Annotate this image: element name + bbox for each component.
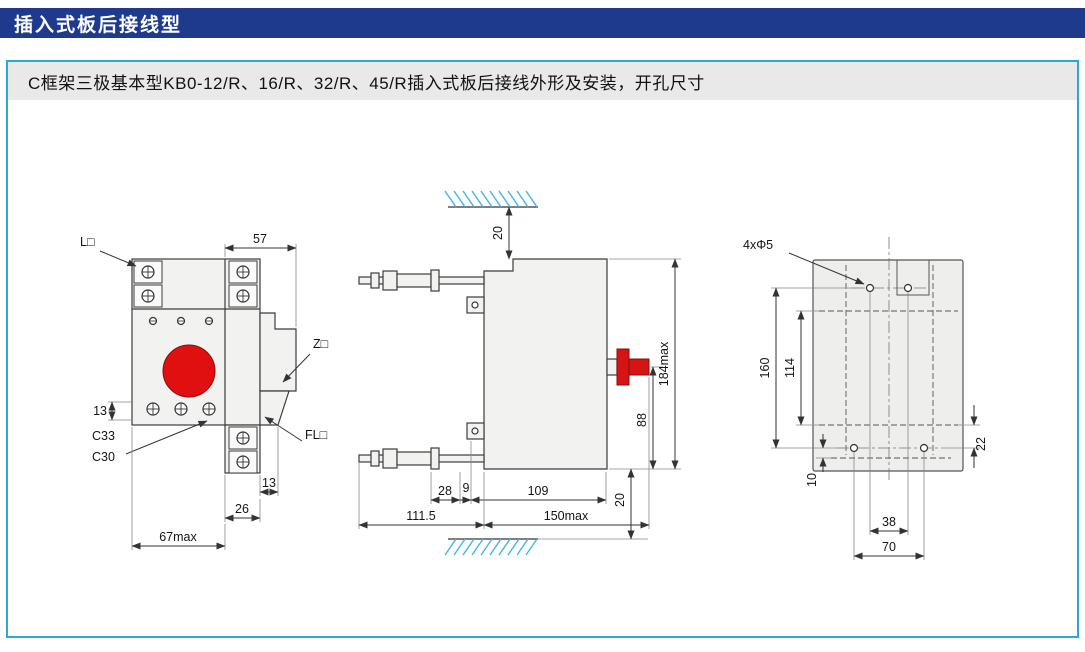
front-view: 57 L□ Z□ FL□ 13 <box>80 232 329 550</box>
operating-button <box>162 344 216 398</box>
handle-cutout <box>896 259 930 296</box>
catalog-page: 插入式板后接线型 C框架三极基本型KB0-12/R、16/R、32/R、45/R… <box>0 8 1085 638</box>
subtitle-text: C框架三极基本型KB0-12/R、16/R、32/R、45/R插入式板后接线外形… <box>28 73 705 93</box>
dim-13-bottom-label: 13 <box>262 476 276 490</box>
dim-70-label: 70 <box>882 540 896 554</box>
dim-160-label: 160 <box>758 358 772 379</box>
section-title: 插入式板后接线型 <box>14 14 183 36</box>
mounting-hole <box>849 443 859 453</box>
drawing-area: 57 L□ Z□ FL□ 13 <box>8 100 1077 636</box>
terminal-screw-icon <box>236 431 250 445</box>
drill-view-dimensions: 4xΦ5 160 114 <box>743 238 988 560</box>
phase-indicator-icon <box>148 316 158 326</box>
dim-57-label: 57 <box>253 232 267 246</box>
terminal-screw-icon <box>236 455 250 469</box>
mounting-hole <box>865 283 875 293</box>
dim-9-label: 9 <box>463 481 470 495</box>
dim-111-5-label: 111.5 <box>406 509 435 523</box>
plug-in-pin-top <box>358 269 485 292</box>
phase-indicator-icon <box>204 316 214 326</box>
mounting-hole <box>903 283 913 293</box>
mounting-screw-icon <box>146 402 160 416</box>
dim-10-label: 10 <box>805 473 819 487</box>
phase-indicator-icon <box>176 316 186 326</box>
c33-label: C33 <box>92 429 115 443</box>
toggle-handle <box>606 348 650 386</box>
breaker-side-body <box>358 258 650 470</box>
dim-184max-label: 184max <box>657 341 671 386</box>
side-view-dimensions: 20 28 9 109 <box>358 206 681 540</box>
wall-hatch-top <box>444 190 538 208</box>
content-box: C框架三极基本型KB0-12/R、16/R、32/R、45/R插入式板后接线外形… <box>6 60 1079 638</box>
c30-label: C30 <box>92 450 115 464</box>
holes-callout-label: 4xΦ5 <box>743 238 773 252</box>
mounting-screw-icon <box>174 402 188 416</box>
dim-67max-label: 67max <box>159 530 197 544</box>
lower-flange <box>259 390 290 426</box>
dim-28-label: 28 <box>438 484 452 498</box>
subtitle-bar: C框架三极基本型KB0-12/R、16/R、32/R、45/R插入式板后接线外形… <box>8 62 1077 100</box>
front-view-dimensions: 57 L□ Z□ FL□ 13 <box>80 232 329 550</box>
dim-38-label: 38 <box>882 515 896 529</box>
dim-20-bottom-label: 20 <box>613 493 627 507</box>
terminal-screw-icon <box>236 289 250 303</box>
breaker-front-body <box>131 258 297 474</box>
mounting-panel <box>812 259 964 472</box>
mounting-hole <box>919 443 929 453</box>
dim-88-label: 88 <box>635 413 649 427</box>
dim-13-left-label: 13 <box>93 404 107 418</box>
terminal-screw-icon <box>141 289 155 303</box>
terminal-z-label: Z□ <box>313 337 329 351</box>
terminal-l-label: L□ <box>80 235 95 249</box>
dim-114-label: 114 <box>783 358 797 378</box>
dim-26-label: 26 <box>235 502 249 516</box>
plug-in-pin-bottom <box>358 447 485 470</box>
terminal-screw-icon <box>141 265 155 279</box>
terminal-fl-label: FL□ <box>305 428 328 442</box>
dim-22-label: 22 <box>974 437 988 451</box>
side-view: 20 28 9 109 <box>358 190 681 556</box>
drill-view: 4xΦ5 160 114 <box>743 237 988 560</box>
wall-hatch-bottom <box>444 538 648 556</box>
dim-109-label: 109 <box>528 484 549 498</box>
terminal-screw-icon <box>236 265 250 279</box>
dim-150max-label: 150max <box>544 509 589 523</box>
section-title-bar: 插入式板后接线型 <box>0 8 1085 38</box>
technical-drawing: 57 L□ Z□ FL□ 13 <box>80 190 988 560</box>
plug-in-adapter <box>259 312 297 392</box>
mounting-screw-icon <box>202 402 216 416</box>
dim-20-top-label: 20 <box>491 226 505 240</box>
